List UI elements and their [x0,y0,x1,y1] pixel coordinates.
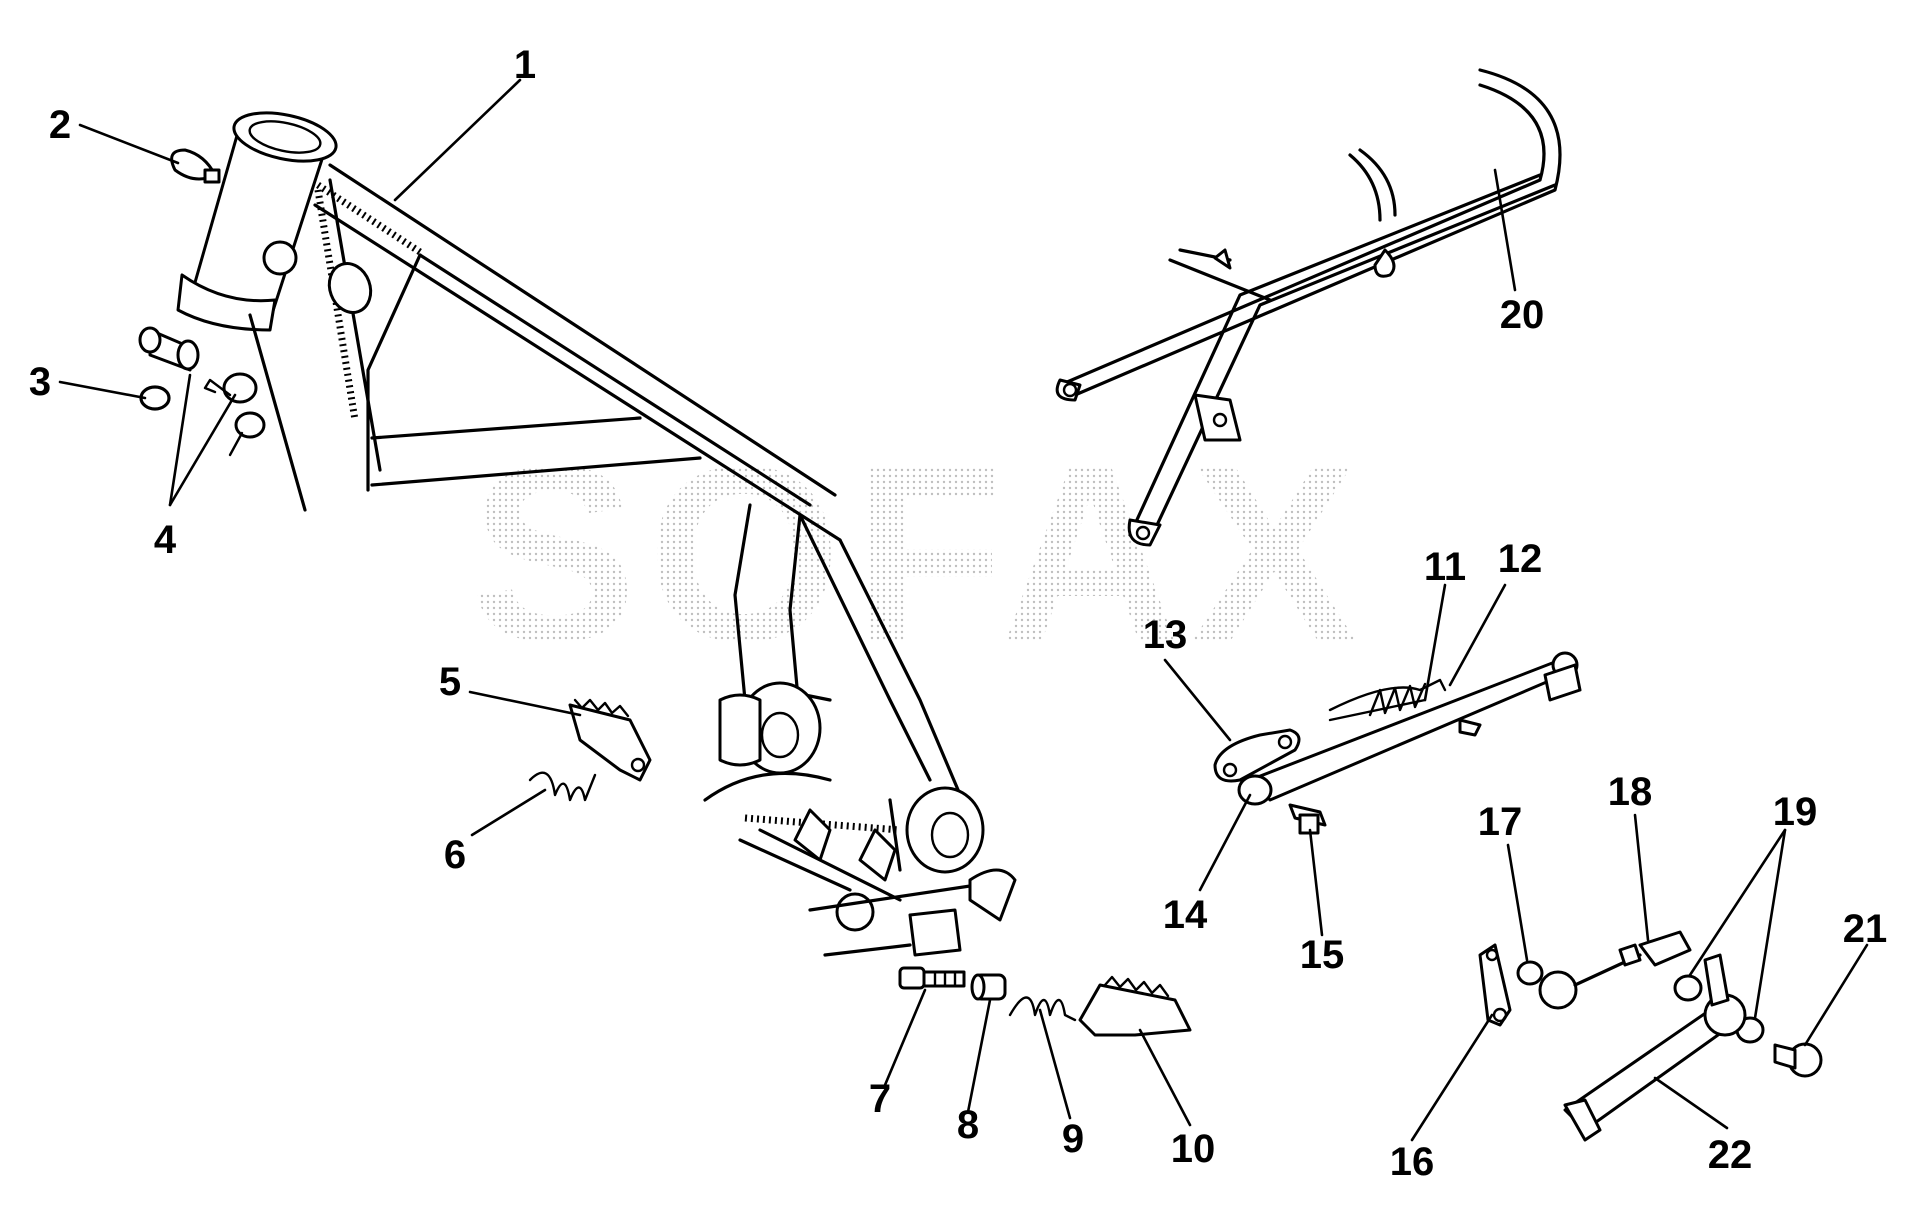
part-18-linkage-rod [1538,930,1692,1010]
main-frame [176,111,1017,957]
part-12-side-stand [1237,651,1582,806]
leader-lines [58,78,1869,1142]
part-11-spring [1328,678,1447,722]
part-2-lock-knob [170,148,221,184]
callout-13: 13 [1143,613,1188,657]
callout-5: 5 [439,660,461,704]
callout-7: 7 [869,1077,891,1121]
callout-21: 21 [1843,907,1888,951]
callout-4: 4 [154,518,177,562]
callout-labels: 1 2 3 4 5 6 7 8 9 10 11 12 13 14 15 16 1… [29,43,1887,1184]
callout-19: 19 [1773,790,1818,834]
part-13-plate [1213,728,1301,783]
part-6-spring [528,771,597,802]
callout-16: 16 [1390,1140,1435,1184]
part-5-footpeg [568,698,652,782]
callout-12: 12 [1498,537,1543,581]
part-7-bolt [898,966,966,990]
callout-8: 8 [957,1103,979,1147]
callout-6: 6 [444,833,466,877]
callout-9: 9 [1062,1117,1084,1161]
callout-14: 14 [1163,893,1208,937]
part-15-pivot-bolt [1288,803,1327,835]
callout-17: 17 [1478,800,1523,844]
callout-2: 2 [49,103,71,147]
callout-3: 3 [29,360,51,404]
rear-subframe [1055,68,1562,547]
callout-22: 22 [1708,1133,1753,1177]
callout-1: 1 [514,43,536,87]
watermark-logo: SOFAX [470,414,1367,693]
part-8-bushing [970,973,1007,1001]
svg-text:SOFAX: SOFAX [470,414,1367,693]
callout-15: 15 [1300,933,1345,977]
part-9-spring [1008,996,1077,1022]
part-10-footpeg [1078,975,1192,1037]
part-17-washer [1516,960,1544,986]
part-4-lock-and-keys [138,326,266,457]
part-21-bolt [1773,1042,1823,1078]
part-16-shift-arm [1478,943,1512,1027]
callout-18: 18 [1608,770,1653,814]
callout-11: 11 [1424,545,1466,589]
part-22-shift-lever [1563,953,1747,1142]
callout-20: 20 [1500,293,1545,337]
callout-10: 10 [1171,1127,1216,1171]
